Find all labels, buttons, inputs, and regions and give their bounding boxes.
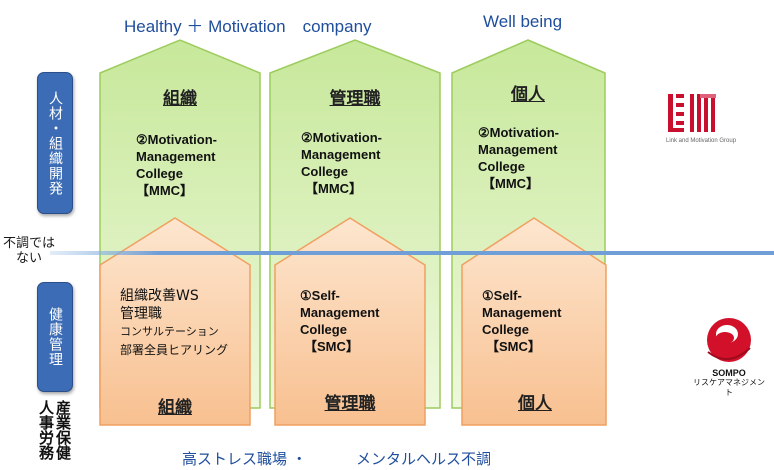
header-well-being: Well being <box>483 12 563 31</box>
sompo-logo-caption: SOMPO リスケアマネジメント <box>693 368 765 397</box>
col3-top-title: 個人 <box>511 85 545 105</box>
col1-top-title: 組織 <box>163 89 197 109</box>
col2-top-title: 管理職 <box>329 89 381 109</box>
header-healthy-motivation: Healthy ＋ Motivation company <box>124 17 372 36</box>
col2-bottom-title: 管理職 <box>324 394 376 414</box>
hr-labor-label: 人事労務 <box>37 400 55 460</box>
footer-mental-health: メンタルヘルス不調 <box>356 450 492 468</box>
occupational-health-label: 産業保健 <box>54 400 72 460</box>
orange-house-manager <box>274 217 426 426</box>
col1-bottom-text: 組織改善WS 管理職 コンサルテーション 部署全員ヒアリング <box>120 288 229 357</box>
health-management-box: 健康管理 <box>37 282 73 392</box>
not-unwell-label: 不調では ない <box>2 236 55 266</box>
col3-bottom-title: 個人 <box>518 394 552 414</box>
hr-org-development-box: 人材・組織開発 <box>37 72 73 214</box>
sompo-logo <box>707 318 751 362</box>
col1-bottom-title: 組織 <box>158 398 192 418</box>
col2-top-text: ②Motivation- Management College 【MMC】 <box>301 130 382 196</box>
col3-top-text: ②Motivation- Management College 【MMC】 <box>478 125 559 191</box>
footer-high-stress: 高ストレス職場 ・ <box>182 450 307 468</box>
lm-logo-caption: Link and Motivation Group <box>666 138 737 144</box>
lm-logo <box>668 94 716 132</box>
col2-bottom-text: ①Self- Management College 【SMC】 <box>300 288 380 354</box>
orange-house-individual <box>461 217 607 426</box>
col1-top-text: ②Motivation- Management College 【MMC】 <box>136 132 217 198</box>
boundary-line <box>50 251 774 255</box>
col3-bottom-text: ①Self- Management College 【SMC】 <box>482 288 562 354</box>
orange-house-organization <box>99 217 251 426</box>
